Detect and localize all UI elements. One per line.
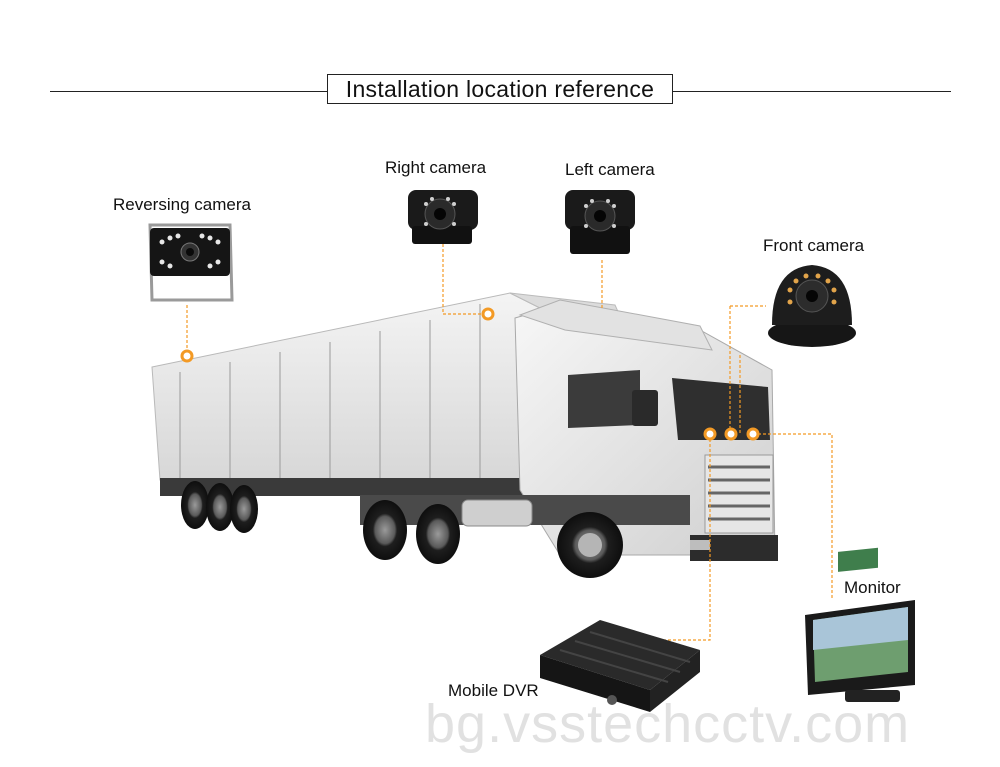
marker-front-2	[726, 429, 736, 439]
marker-reversing	[182, 351, 192, 361]
cab-side-window	[568, 370, 640, 428]
front-camera-icon	[768, 265, 856, 347]
left-camera-icon	[565, 190, 635, 254]
marker-front-3	[748, 429, 758, 439]
right-camera-icon	[408, 190, 478, 244]
truck	[152, 293, 778, 578]
fuel-tank	[462, 500, 532, 526]
front-grille	[705, 455, 773, 533]
side-mirror	[632, 390, 658, 426]
reversing-camera-icon	[150, 225, 232, 300]
monitor-icon	[805, 548, 915, 702]
marker-right	[483, 309, 493, 319]
watermark: bg.vsstechcctv.com	[425, 693, 910, 755]
headlight	[690, 540, 710, 550]
trailer-box	[152, 293, 560, 488]
marker-front-1	[705, 429, 715, 439]
